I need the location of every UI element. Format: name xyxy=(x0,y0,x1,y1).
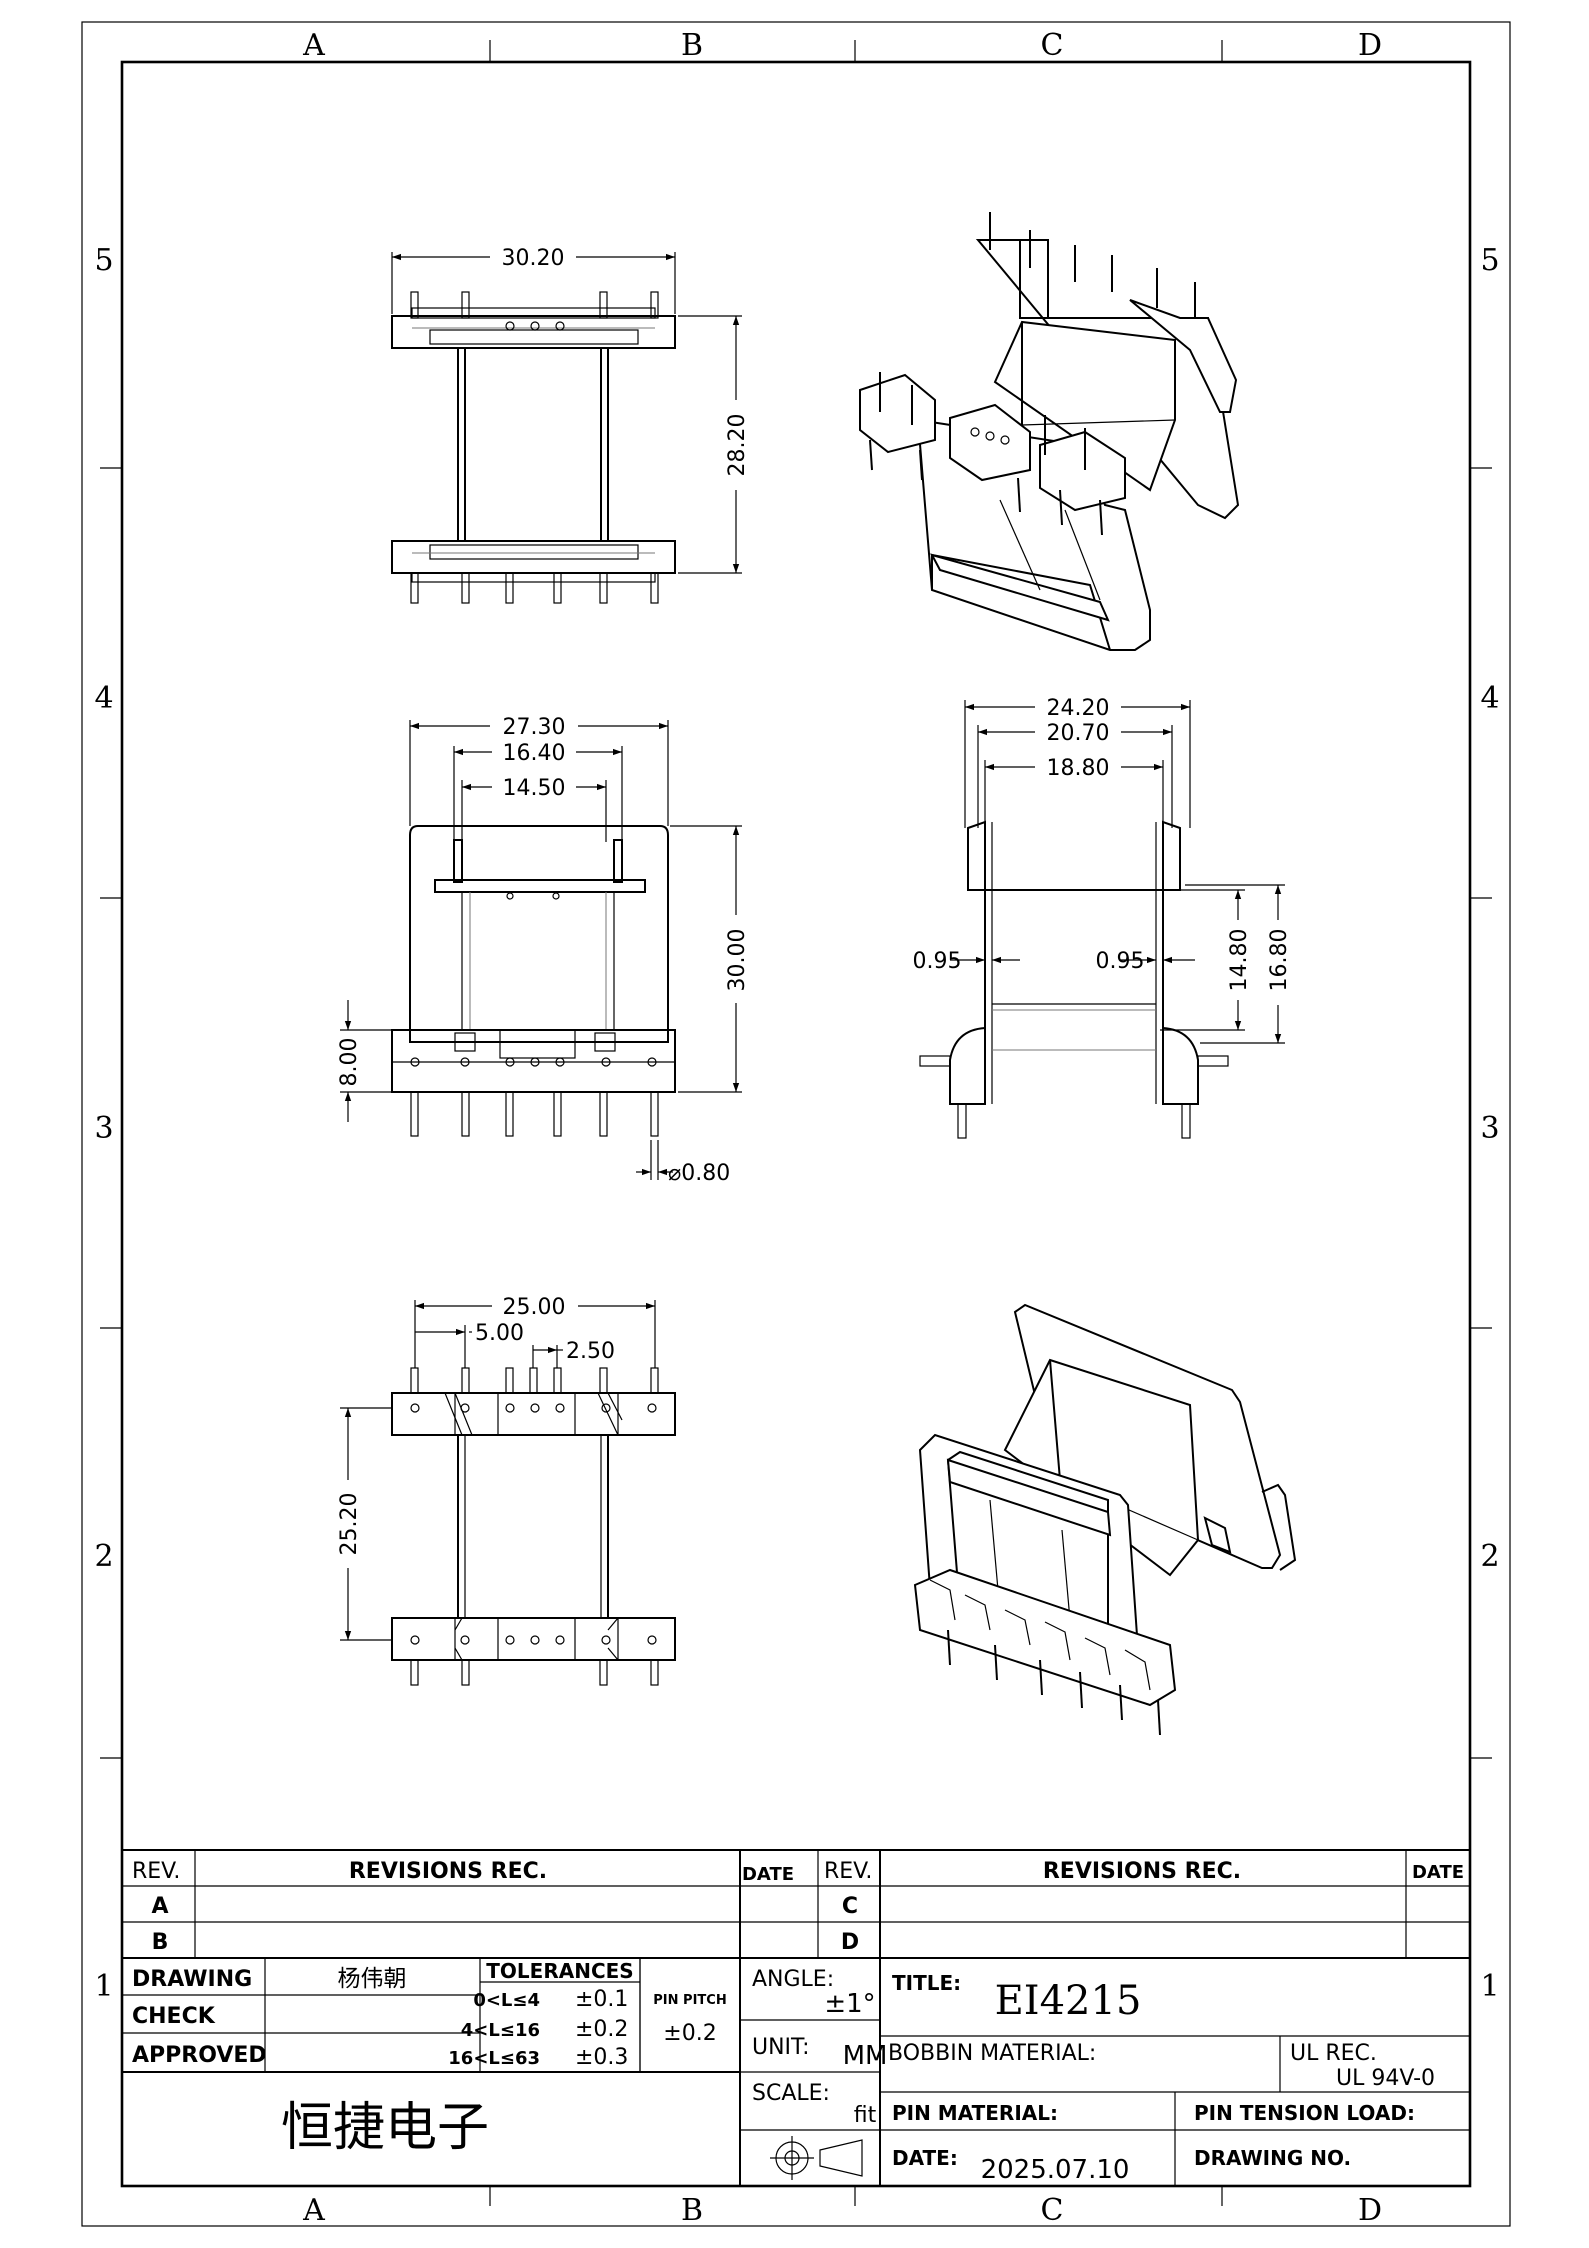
title-value: EI4215 xyxy=(995,1978,1142,2024)
zone-row-4-left: 4 xyxy=(94,681,113,716)
tolerance-range-2: 4<L≤16 xyxy=(461,2020,540,2041)
zone-col-c-bottom: C xyxy=(1041,2193,1064,2228)
zone-row-5-right: 5 xyxy=(1480,243,1499,278)
rev-row-a: A xyxy=(151,1894,168,1919)
rev-row-c: C xyxy=(842,1894,858,1919)
side-view: 24.20 20.70 18.80 0.95 0.95 14.80 16.80 xyxy=(913,696,1292,1139)
zone-col-a-bottom: A xyxy=(302,2193,325,2228)
drawing-value: 杨伟朝 xyxy=(338,1966,407,1992)
zone-col-c-top: C xyxy=(1041,28,1064,63)
tolerance-range-3: 16<L≤63 xyxy=(448,2048,540,2069)
dim-side-core-width: 18.80 xyxy=(1047,756,1110,781)
zone-col-b-bottom: B xyxy=(681,2193,703,2228)
zone-row-2-right: 2 xyxy=(1480,1539,1499,1574)
title-block: REV. REVISIONS REC. DATE A B REV. REVISI… xyxy=(122,1849,1470,2186)
tolerance-value-1: ±0.1 xyxy=(575,1987,628,2012)
dim-bottom-pitch-small: 2.50 xyxy=(566,1339,615,1364)
revisions-header-left: REVISIONS REC. xyxy=(349,1859,547,1884)
bobbin-material-label: BOBBIN MATERIAL: xyxy=(888,2041,1096,2066)
dim-side-overall-width: 24.20 xyxy=(1047,696,1110,721)
dim-side-window-height: 14.80 xyxy=(1227,929,1252,992)
dim-side-wall-left: 0.95 xyxy=(913,949,962,974)
tolerance-value-3: ±0.3 xyxy=(575,2045,628,2070)
dim-side-wall-right: 0.95 xyxy=(1096,949,1145,974)
dim-front-inner-width: 16.40 xyxy=(503,741,566,766)
zone-row-2-left: 2 xyxy=(94,1539,113,1574)
pin-pitch-label: PIN PITCH xyxy=(653,1993,726,2008)
zone-row-1-right: 1 xyxy=(1480,1969,1499,2004)
date-header-left: DATE xyxy=(742,1864,794,1885)
angle-label: ANGLE: xyxy=(752,1967,834,1992)
angle-value: ±1° xyxy=(824,1989,875,2019)
dim-front-overall-width: 27.30 xyxy=(503,715,566,740)
dim-top-height: 28.20 xyxy=(725,414,750,477)
bottom-view: 25.00 5.00 2.50 25.20 xyxy=(337,1295,676,1686)
dim-bottom-row-spacing: 25.20 xyxy=(337,1493,362,1556)
dim-pin-diameter: ⌀0.80 xyxy=(668,1161,730,1186)
date-label: DATE: xyxy=(892,2146,958,2170)
tolerance-value-2: ±0.2 xyxy=(575,2017,628,2042)
pin-tension-label: PIN TENSION LOAD: xyxy=(1194,2101,1415,2125)
iso-view-bottom xyxy=(913,1303,1297,1736)
unit-value: MM xyxy=(843,2041,888,2071)
drawing-label: DRAWING xyxy=(132,1967,252,1992)
dim-side-flange-inner: 20.70 xyxy=(1047,721,1110,746)
dim-top-width: 30.20 xyxy=(502,246,565,271)
zone-row-3-right: 3 xyxy=(1480,1111,1499,1146)
date-value: 2025.07.10 xyxy=(981,2155,1130,2185)
zone-col-d-bottom: D xyxy=(1358,2193,1382,2228)
zone-col-d-top: D xyxy=(1358,28,1382,63)
dim-front-height: 30.00 xyxy=(725,929,750,992)
drawing-no-label: DRAWING NO. xyxy=(1194,2146,1351,2170)
unit-label: UNIT: xyxy=(752,2035,809,2060)
date-header-right: DATE xyxy=(1412,1862,1464,1883)
zone-labels: A B C D A B C D 5 4 3 2 1 5 4 3 2 1 xyxy=(94,28,1499,2228)
sheet-frame xyxy=(81,21,1511,2227)
tolerance-range-1: 0<L≤4 xyxy=(473,1990,540,2011)
dim-side-flange-height: 16.80 xyxy=(1267,929,1292,992)
check-label: CHECK xyxy=(132,2004,216,2029)
zone-col-a-top: A xyxy=(302,28,325,63)
projection-symbol-icon xyxy=(770,2136,863,2180)
scale-label: SCALE: xyxy=(752,2081,830,2106)
zone-row-1-left: 1 xyxy=(94,1969,113,2004)
zone-row-4-right: 4 xyxy=(1480,681,1499,716)
dim-bottom-pin-span: 25.00 xyxy=(503,1295,566,1320)
approved-label: APPROVED xyxy=(132,2043,267,2068)
dim-bottom-pitch-large: 5.00 xyxy=(475,1321,524,1346)
top-view: 30.20 28.20 xyxy=(391,246,750,604)
pin-material-label: PIN MATERIAL: xyxy=(892,2101,1058,2125)
company-name: 恒捷电子 xyxy=(281,2098,489,2158)
pin-pitch-value: ±0.2 xyxy=(663,2021,716,2046)
dim-front-window-width: 14.50 xyxy=(503,776,566,801)
zone-row-5-left: 5 xyxy=(94,243,113,278)
front-view: 27.30 16.40 14.50 30.00 8.00 ⌀0.80 xyxy=(337,715,750,1186)
zone-col-b-top: B xyxy=(681,28,703,63)
title-label: TITLE: xyxy=(892,1971,961,1995)
rev-row-b: B xyxy=(152,1930,169,1955)
zone-row-3-left: 3 xyxy=(94,1111,113,1146)
tolerances-header: TOLERANCES xyxy=(486,1959,633,1983)
iso-view-top xyxy=(859,212,1240,651)
revisions-header-right: REVISIONS REC. xyxy=(1043,1859,1241,1884)
ul-rec-label: UL REC. xyxy=(1290,2041,1377,2066)
dim-front-base-height: 8.00 xyxy=(337,1038,362,1087)
rev-header-left: REV. xyxy=(132,1859,180,1884)
ul-rec-value: UL 94V-0 xyxy=(1336,2066,1435,2091)
rev-header-right: REV. xyxy=(824,1859,872,1884)
scale-value: fit xyxy=(854,2103,877,2128)
rev-row-d: D xyxy=(841,1930,859,1955)
